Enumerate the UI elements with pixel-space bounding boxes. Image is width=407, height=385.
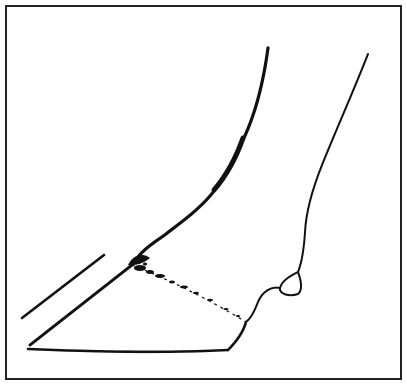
leg-front-shading xyxy=(214,138,243,190)
heel-contour xyxy=(246,288,280,322)
hoof-angle-reference-line xyxy=(22,255,104,318)
hoof-toe-wall xyxy=(30,265,132,345)
leg-front-contour xyxy=(132,48,268,265)
leg-back-contour xyxy=(298,54,368,272)
figure-frame xyxy=(6,6,401,379)
coronary-band-texture xyxy=(133,260,240,317)
heel-bulb xyxy=(280,272,301,295)
hoof-ground-line xyxy=(28,349,228,352)
hoof-heel-wall xyxy=(228,322,246,350)
